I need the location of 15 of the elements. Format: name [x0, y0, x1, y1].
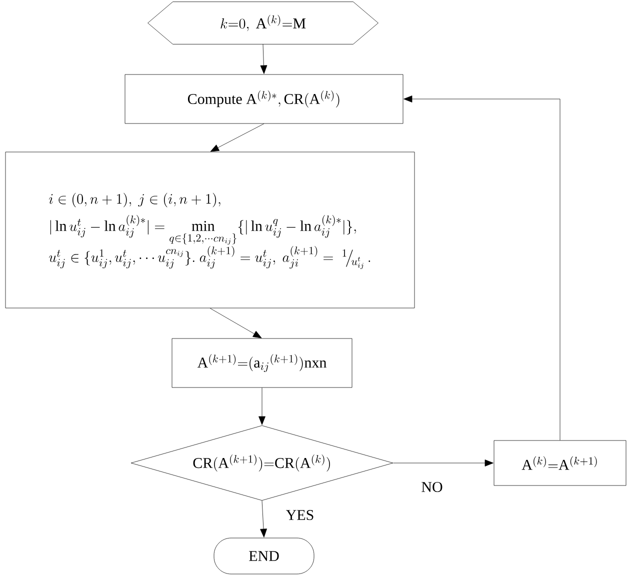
- arrow: [393, 460, 494, 466]
- terminal-box: END: [214, 538, 314, 574]
- start-hexagon: $k{=}0,\ \mathrm{A}^{(k)}{=}\mathrm{M}$: [148, 2, 378, 44]
- arrow: [260, 500, 267, 538]
- arrow: [260, 44, 268, 74]
- process-box: $\text{Compute }\mathrm{A}^{(k)*},\mathrm{CR}(\mathrm{A}^{(k)})$: [124, 74, 404, 124]
- arrow: [210, 308, 262, 338]
- edge-label: YES: [284, 508, 316, 522]
- edge-label: NO: [420, 480, 444, 494]
- formula-box: $\begin{array}{l} i\in(0,n+1),\ j\in(i,n+1),\\[6pt] |\ln u_{ij}^t-\ln a_{ij}^{(k)*}|=\min\limits_{q\in\{1,2,\cdots cn_{ij}\}}\{|\ln u_{ij}^q-\ln a_{ij}^{(k)*}|\},\\[6pt] u_{ij}^t\in\{u_{ij}^1,u_{ij}^t,\cdots u_{ij}^{cn_{ij}}\}.\ a_{ij}^{(k+1)}=u_{ij}^t,\ a_{ji}^{(k+1)}=\;{}^{1}\!\big/\!{}_{u_{ij}^t}\,. \end{array}$: [5, 152, 415, 308]
- arrow: [210, 124, 264, 152]
- arrow: [404, 96, 560, 440]
- process-box: $\mathrm{A}^{(k)}{=}\mathrm{A}^{(k+1)}$: [494, 440, 626, 486]
- arrow: [258, 388, 266, 425]
- process-box: $\mathrm{A}^{(k+1)}{=}(\mathrm{a}_{ij}{}^{(k+1)})\mathrm{nxn}$: [172, 338, 352, 388]
